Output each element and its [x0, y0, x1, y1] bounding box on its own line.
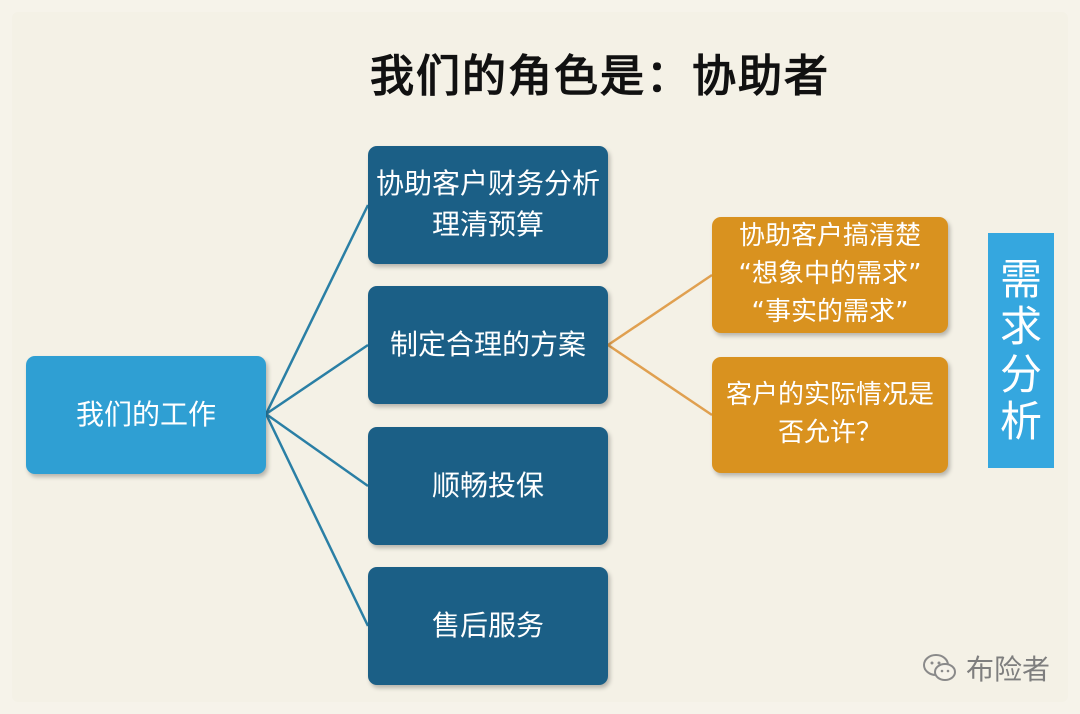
root-node-our-work: 我们的工作 — [26, 356, 266, 474]
step-node-insure: 顺畅投保 — [368, 427, 608, 545]
step-node-after-sales: 售后服务 — [368, 567, 608, 685]
side-char: 分 — [999, 349, 1042, 399]
side-char: 需 — [999, 255, 1042, 305]
connector-root-step2 — [265, 343, 369, 416]
detail-node-feasibility: 客户的实际情况是 否允许？ — [712, 357, 948, 473]
wechat-icon — [922, 654, 956, 681]
side-char: 求 — [999, 302, 1042, 352]
connector-root-step1 — [264, 204, 370, 415]
step-node-plan: 制定合理的方案 — [368, 286, 608, 404]
side-char: 析 — [999, 396, 1042, 446]
detail-node-needs: 协助客户搞清楚 “想象中的需求” “事实的需求” — [712, 217, 948, 333]
watermark-text: 布险者 — [965, 653, 1050, 686]
connector-step2-detail1 — [607, 273, 713, 347]
side-label-needs-analysis: 需 求 分 析 — [988, 233, 1054, 468]
step-node-financial-analysis: 协助客户财务分析 理清预算 — [368, 146, 608, 264]
watermark: 布险者 — [922, 648, 1050, 688]
connector-step2-detail2 — [607, 343, 713, 417]
connector-root-step4 — [264, 413, 370, 627]
connector-root-step3 — [265, 412, 369, 488]
diagram-title: 我们的角色是：协助者 — [370, 51, 830, 102]
